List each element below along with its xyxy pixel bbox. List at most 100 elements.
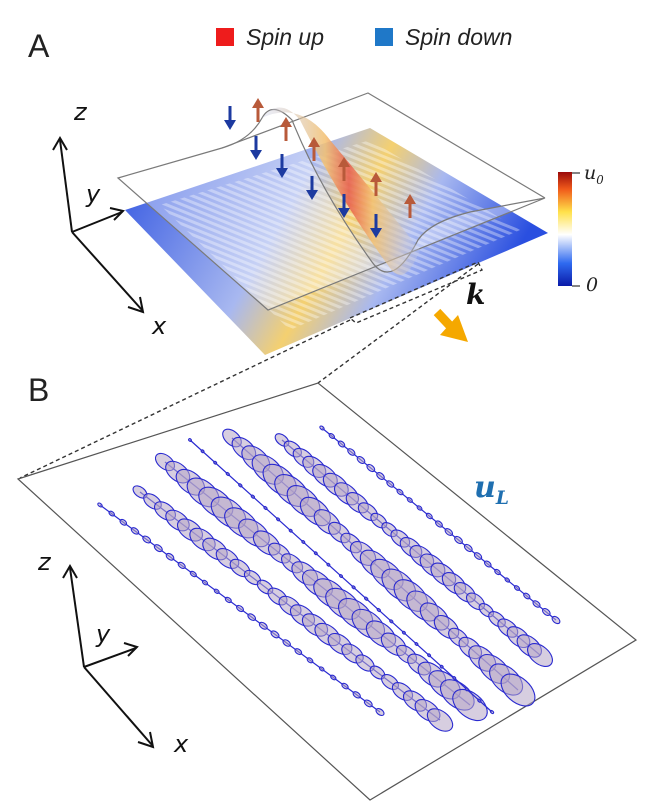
axis-b-y: y xyxy=(96,620,111,648)
colorbar-min-label: 0 xyxy=(586,274,599,296)
polarization-ellipse xyxy=(452,688,488,722)
wave-ridge xyxy=(262,107,420,275)
polarization-ellipse xyxy=(200,449,205,454)
polarization-ellipse xyxy=(477,698,482,703)
spin-down-arrow-head xyxy=(250,150,262,160)
axis-b-x: x xyxy=(174,730,189,758)
axes-b xyxy=(62,564,155,749)
polarization-ellipse xyxy=(288,528,293,533)
polarization-ellipse xyxy=(319,425,325,431)
polarization-ellipse xyxy=(142,535,152,544)
polarization-ellipse xyxy=(376,472,385,480)
zoom-connector-left xyxy=(19,319,351,479)
polarization-ellipse xyxy=(356,455,366,465)
polarization-ellipse xyxy=(189,570,197,578)
polarization-ellipse xyxy=(435,520,443,528)
polarization-ellipse xyxy=(270,630,280,639)
spin-down-arrow-head xyxy=(224,120,236,130)
polarization-ellipse xyxy=(396,488,404,496)
polarization-ellipse xyxy=(363,699,373,708)
zoom-region xyxy=(348,261,483,324)
polarization-ellipse xyxy=(494,568,501,576)
zoom-plane xyxy=(16,382,638,801)
polarization-ellipse xyxy=(351,585,356,590)
polarization-ellipse xyxy=(389,619,394,624)
panel-label-b: B xyxy=(28,372,50,408)
spin-up-label: Spin up xyxy=(246,24,325,50)
polarization-ellipse xyxy=(452,676,457,680)
polarization-ellipse xyxy=(375,707,385,717)
spin-up-arrow-head xyxy=(338,157,350,167)
spin-down-arrow-head xyxy=(276,168,288,178)
spin-down-arrow-head xyxy=(306,190,318,200)
polarization-ellipse xyxy=(97,502,103,508)
polarization-ellipse xyxy=(364,596,369,601)
polarization-ellipse xyxy=(532,600,541,608)
spin-up-arrow-head xyxy=(370,172,382,182)
polarization-ellipse xyxy=(258,621,268,630)
field-label: uL xyxy=(474,470,509,509)
polarization-ellipse xyxy=(406,497,413,503)
polarization-ellipse xyxy=(108,510,115,517)
polarization-ellipse xyxy=(313,551,318,556)
axis-a-y: y xyxy=(86,180,101,208)
wave-vector-head xyxy=(440,315,468,342)
polarization-ellipse xyxy=(464,687,469,692)
spin-up-swatch xyxy=(216,28,234,46)
field-label-sub: L xyxy=(495,488,509,509)
colorbar xyxy=(558,172,572,286)
polarization-ellipse xyxy=(473,552,483,560)
panel-label-a: A xyxy=(28,28,50,64)
spin-up-arrow-head xyxy=(404,194,416,204)
polarization-ellipse xyxy=(386,480,395,488)
polarization-ellipse xyxy=(153,544,163,553)
polarization-ellipse xyxy=(439,664,444,669)
polarization-ellipse xyxy=(416,505,423,511)
zoom-connector-right xyxy=(317,263,479,384)
polarization-ellipse xyxy=(483,560,492,568)
axis-a-z: z xyxy=(74,98,87,126)
colorbar-max-label: u0 xyxy=(584,162,604,187)
polarization-ellipse xyxy=(504,577,511,583)
polarization-ellipse xyxy=(454,535,463,545)
colorbar-max-base: u xyxy=(584,162,597,184)
polarization-ellipse xyxy=(276,517,281,522)
polarization-ellipse xyxy=(489,709,495,715)
polarization-ellipse xyxy=(201,579,209,586)
spin-down-arrow-head xyxy=(338,208,350,218)
polarization-ellipse xyxy=(427,653,432,658)
polarization-ellipse xyxy=(213,588,220,594)
polarization-ellipse xyxy=(250,494,256,499)
polarization-ellipse xyxy=(376,607,381,613)
polarization-ellipse xyxy=(165,552,175,561)
polarization-ellipse xyxy=(224,596,232,604)
polarization-ellipse xyxy=(225,472,230,476)
axis-a-x: x xyxy=(152,312,167,340)
polarization-ellipse xyxy=(444,528,454,536)
polarization-ellipse xyxy=(119,518,128,526)
polarization-ellipse xyxy=(551,615,561,625)
polarization-ellipse xyxy=(294,648,303,656)
polarization-ellipse xyxy=(401,630,406,635)
polarization-ellipse xyxy=(236,604,244,613)
polarization-ellipse xyxy=(326,562,331,567)
polarization-ellipse xyxy=(337,440,346,448)
polarization-ellipse xyxy=(366,463,376,473)
polarization-ellipse xyxy=(513,585,521,591)
upper-surface xyxy=(116,108,546,311)
polarization-ellipse xyxy=(318,666,325,672)
field-label-base: u xyxy=(474,470,496,505)
polarization-ellipse xyxy=(347,448,356,456)
polarization-ellipse xyxy=(301,540,306,544)
polarization-ellipse xyxy=(130,527,140,535)
polarization-ellipse xyxy=(463,543,473,553)
polarization-ellipse xyxy=(282,639,291,647)
polarization-ellipse xyxy=(213,460,218,465)
polarization-ellipse xyxy=(527,643,553,667)
polarization-ellipse xyxy=(414,642,419,646)
colorbar-max-sub: 0 xyxy=(596,172,604,187)
spin-down-swatch xyxy=(375,28,393,46)
axes-a xyxy=(52,136,145,314)
polarization-ellipse xyxy=(425,512,433,520)
